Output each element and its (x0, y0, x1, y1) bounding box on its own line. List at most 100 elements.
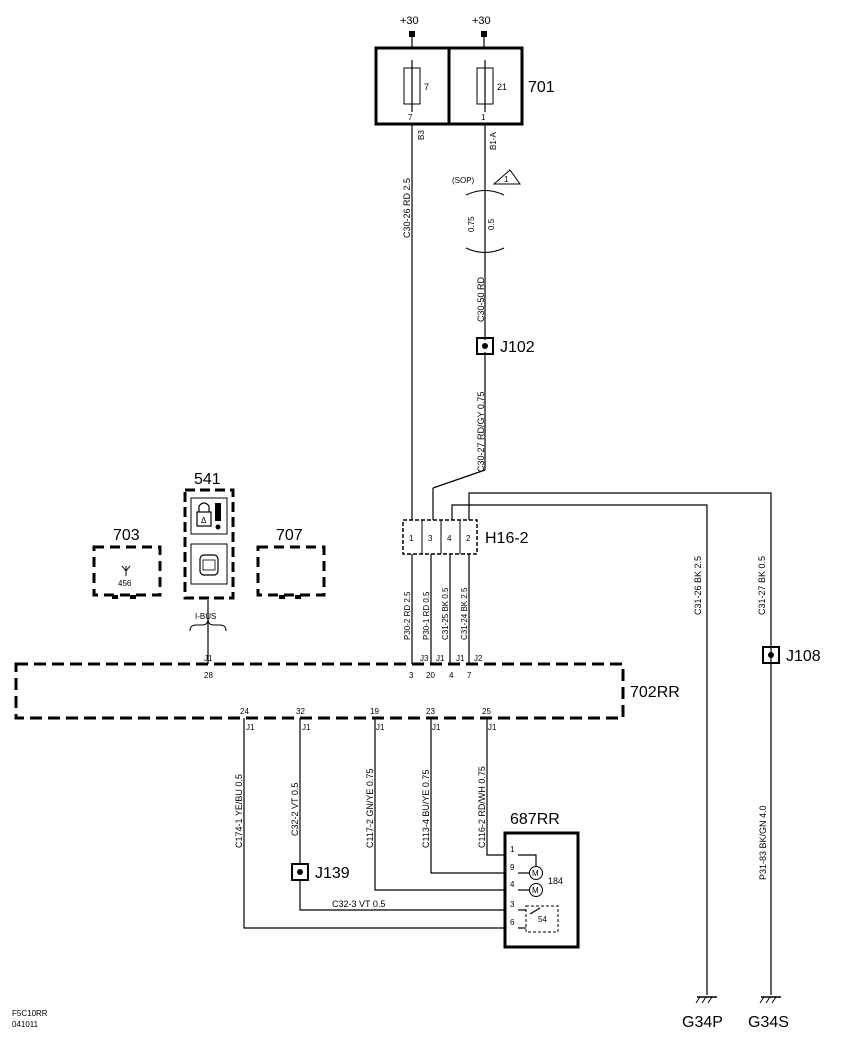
bottom-pin-19: 19 (370, 707, 379, 716)
splice-j139-label: J139 (315, 865, 350, 882)
switch-icon: 54 (518, 905, 559, 933)
top-pin-conn-3: J3 (420, 654, 429, 663)
wire-label-c31-26: C31-26 BK 2.5 (693, 556, 703, 615)
wire-c174-1 (243, 718, 505, 929)
component-703: 703 456 (92, 527, 162, 599)
module-702rr: 702RR J1 28 J3 3 J1 20 J1 4 J2 7 24 J1 3… (14, 654, 680, 732)
component-707-label: 707 (276, 527, 303, 544)
bottom-pin-conn-25: J1 (488, 723, 497, 732)
sop-option: (SOP) 1 0.75 0.5 (452, 169, 521, 253)
bottom-pin-conn-32: J1 (302, 723, 311, 732)
wire-label-c116-2: C116-2 RD/WH 0.75 (477, 766, 487, 848)
ibus-link: I-BUS (189, 600, 227, 664)
wire-c31-26 (451, 504, 708, 995)
wire-label-c31-27: C31-27 BK 0.5 (757, 556, 767, 615)
wire-label-p30-1: P30-1 RD 0.5 (422, 591, 431, 640)
fuse-box-id: 701 (528, 79, 555, 96)
top-pin-28: 28 (204, 671, 213, 680)
fuse-box-701: +30 +30 7 21 7 1 701 B3 B1-A (374, 15, 555, 150)
fuse-pin-right: 1 (481, 113, 486, 122)
wire-c116-2 (486, 718, 505, 856)
pin-687-4: 4 (510, 880, 515, 889)
sop-label: (SOP) (452, 176, 475, 185)
bottom-pin-conn-19: J1 (376, 723, 385, 732)
splice-j102-label: J102 (500, 339, 535, 356)
splice-j108: J108 (762, 646, 821, 665)
wire-label-c31-25: C31-25 BK 0.5 (441, 587, 450, 640)
fuse-number-left: 7 (424, 82, 429, 92)
module-702rr-label: 702RR (630, 684, 680, 701)
ground-g34s: G34S (748, 996, 789, 1031)
component-703-sub: 456 (118, 579, 132, 588)
component-541: 541 Δ (183, 471, 235, 600)
supply-label-left: +30 (400, 15, 419, 27)
pin-687-9: 9 (510, 863, 515, 872)
wire-label-c32-2: C32-2 VT 0.5 (290, 783, 300, 836)
conn-label-b3: B3 (417, 130, 426, 140)
wire-label-c32-3: C32-3 VT 0.5 (332, 899, 385, 909)
component-707: 707 (256, 527, 326, 599)
h16-pin-4: 4 (447, 534, 452, 543)
footer-date: 041011 (12, 1020, 39, 1029)
bottom-pin-24: 24 (240, 707, 249, 716)
wire-label-c30-50: C30-50 RD (476, 276, 486, 322)
wire-label-c30-26: C30-26 RD 2.5 (402, 178, 412, 238)
bottom-pin-23: 23 (426, 707, 435, 716)
alt-size-a: 0.75 (467, 216, 476, 232)
top-pin-conn-7: J2 (474, 654, 483, 663)
fuse-number-right: 21 (497, 82, 507, 92)
component-541-label: 541 (194, 471, 221, 488)
top-pin-20: 20 (426, 671, 435, 680)
svg-text:M: M (532, 869, 539, 878)
motor-label-184: 184 (548, 876, 563, 886)
switch-label-54: 54 (538, 915, 547, 924)
connector-h16-2: 1 3 4 2 H16-2 (402, 519, 529, 555)
wire-label-c31-24: C31-24 BK 2.5 (460, 587, 469, 640)
svg-text:Δ: Δ (201, 516, 207, 525)
motor-icon: M (529, 883, 543, 897)
bottom-pin-conn-24: J1 (246, 723, 255, 732)
conn-label-b1a: B1-A (489, 132, 498, 150)
wire-c117-2 (374, 718, 505, 891)
bottom-pin-32: 32 (296, 707, 305, 716)
component-703-label: 703 (113, 527, 140, 544)
fuse-pin-left: 7 (408, 113, 413, 122)
footer-code: F5C10RR (12, 1009, 48, 1018)
pin-687-6: 6 (510, 918, 515, 927)
top-pin-7: 7 (467, 671, 472, 680)
top-pin-3: 3 (409, 671, 414, 680)
pin-687-1: 1 (510, 845, 515, 854)
splice-j102: J102 (476, 337, 535, 356)
wire-c32-3 (299, 880, 505, 911)
wire-label-c117-2: C117-2 GN/YE 0.75 (365, 769, 375, 848)
top-pin-4: 4 (449, 671, 454, 680)
supply-label-right: +30 (472, 15, 491, 27)
component-687rr: 687RR 1 9 4 3 6 M M 184 54 (503, 811, 580, 949)
ground-g34p: G34P (682, 996, 723, 1031)
wire-label-c113-4: C113-4 BU/YE 0.75 (421, 770, 431, 848)
ibus-label: I-BUS (195, 612, 216, 621)
wire-label-c174-1: C174-1 YE/BU 0.5 (234, 774, 244, 848)
ground-g34p-label: G34P (682, 1014, 723, 1031)
antenna-icon (121, 565, 131, 576)
alt-size-b: 0.5 (487, 218, 496, 230)
component-687rr-label: 687RR (510, 811, 560, 828)
car-icon (199, 554, 219, 576)
splice-j139: J139 (291, 863, 350, 882)
warning-number: 1 (504, 175, 509, 184)
top-pin-conn-4: J1 (456, 654, 465, 663)
h16-pin-1: 1 (409, 534, 414, 543)
wire-c113-4 (430, 718, 505, 874)
bottom-pin-conn-23: J1 (432, 723, 441, 732)
connector-h16-label: H16-2 (485, 530, 529, 547)
svg-text:M: M (532, 886, 539, 895)
wire-label-p31-83: P31-83 BK/GN 4.0 (758, 805, 768, 880)
top-pin-conn-20: J1 (436, 654, 445, 663)
motor-icon: M (529, 866, 543, 880)
wire-c31-27 (468, 492, 772, 995)
ground-g34s-label: G34S (748, 1014, 789, 1031)
wire-label-p30-2: P30-2 RD 2.5 (403, 591, 412, 640)
wire-label-c30-27: C30-27 RD/GY 0.75 (476, 392, 486, 472)
lock-icon: Δ (196, 502, 221, 530)
